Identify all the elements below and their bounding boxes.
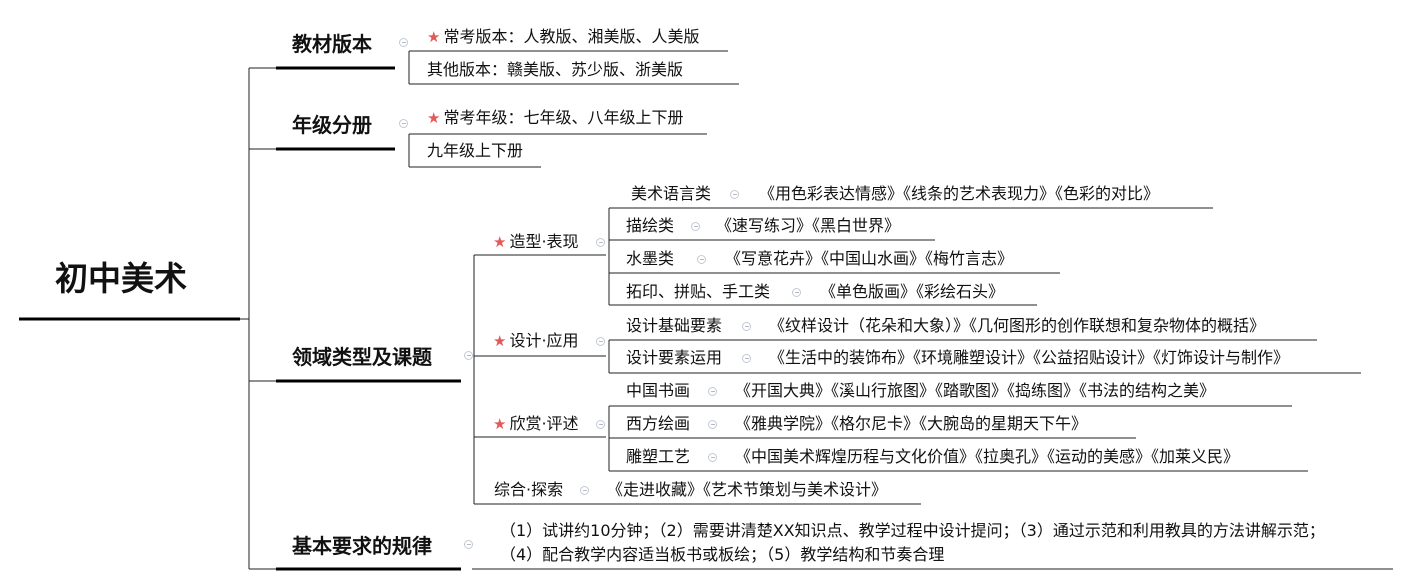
collapse-icon[interactable] bbox=[580, 486, 589, 495]
courses-ink-wash[interactable]: 《写意花卉》《中国山水画》《梅竹言志》 bbox=[725, 249, 1014, 268]
domain-integration-exploration[interactable]: 综合·探索 bbox=[494, 480, 564, 499]
category-grade-volume[interactable]: 年级分册 bbox=[292, 113, 372, 137]
collapse-icon[interactable] bbox=[708, 420, 717, 429]
category-basic-requirements[interactable]: 基本要求的规律 bbox=[292, 534, 432, 558]
domain-modeling-expression[interactable]: ★造型·表现 bbox=[493, 232, 579, 251]
category-domain-topics[interactable]: 领域类型及课题 bbox=[292, 345, 432, 369]
collapse-icon[interactable] bbox=[691, 222, 700, 231]
subdomain-design-use[interactable]: 设计要素运用 bbox=[626, 348, 723, 367]
subdomain-drawing[interactable]: 描绘类 bbox=[626, 216, 675, 235]
version-other[interactable]: 其他版本：赣美版、苏少版、浙美版 bbox=[427, 60, 684, 79]
domain-appreciation-review[interactable]: ★欣赏·评述 bbox=[493, 414, 579, 433]
courses-print-collage-craft[interactable]: 《单色版画》《彩绘石头》 bbox=[820, 282, 1005, 301]
collapse-icon[interactable] bbox=[399, 38, 408, 47]
star-icon: ★ bbox=[427, 109, 441, 127]
courses-western-painting[interactable]: 《雅典学院》《格尔尼卡》《大腕岛的星期天下午》 bbox=[735, 414, 1088, 433]
courses-design-basics[interactable]: 《纹样设计（花朵和大象）》《几何图形的创作联想和复杂物体的概括》 bbox=[769, 316, 1266, 335]
requirements-line-1[interactable]: （1）试讲约10分钟；（2）需要讲清楚XX知识点、教学过程中设计提问；（3）通过… bbox=[500, 521, 1325, 540]
star-icon: ★ bbox=[493, 233, 507, 251]
collapse-icon[interactable] bbox=[596, 420, 605, 429]
subdomain-ink-wash[interactable]: 水墨类 bbox=[626, 249, 675, 268]
collapse-icon[interactable] bbox=[697, 255, 706, 264]
subdomain-chinese-painting[interactable]: 中国书画 bbox=[626, 381, 691, 400]
collapse-icon[interactable] bbox=[464, 540, 473, 549]
collapse-icon[interactable] bbox=[730, 190, 739, 199]
collapse-icon[interactable] bbox=[708, 453, 717, 462]
category-textbook-version[interactable]: 教材版本 bbox=[292, 32, 372, 56]
domain-design-application[interactable]: ★设计·应用 bbox=[493, 331, 579, 350]
subdomain-design-basics[interactable]: 设计基础要素 bbox=[626, 316, 723, 335]
collapse-icon[interactable] bbox=[708, 387, 717, 396]
requirements-line-2[interactable]: （4）配合教学内容适当板书或板绘；（5）教学结构和节奏合理 bbox=[500, 545, 945, 564]
subdomain-print-collage-craft[interactable]: 拓印、拼贴、手工类 bbox=[626, 282, 771, 301]
subdomain-western-painting[interactable]: 西方绘画 bbox=[626, 414, 691, 433]
grade-nine[interactable]: 九年级上下册 bbox=[427, 141, 524, 160]
star-icon: ★ bbox=[427, 28, 441, 46]
courses-sculpture-craft[interactable]: 《中国美术辉煌历程与文化价值》《拉奥孔》《运动的美感》《加莱义民》 bbox=[735, 447, 1240, 466]
root-topic[interactable]: 初中美术 bbox=[55, 259, 187, 298]
collapse-icon[interactable] bbox=[596, 238, 605, 247]
collapse-icon[interactable] bbox=[792, 288, 801, 297]
courses-art-language[interactable]: 《用色彩表达情感》《线条的艺术表现力》《色彩的对比》 bbox=[759, 184, 1160, 203]
subdomain-art-language[interactable]: 美术语言类 bbox=[631, 184, 712, 203]
collapse-icon[interactable] bbox=[596, 337, 605, 346]
courses-design-use[interactable]: 《生活中的装饰布》《环境雕塑设计》《公益招贴设计》《灯饰设计与制作》 bbox=[769, 348, 1290, 367]
collapse-icon[interactable] bbox=[399, 119, 408, 128]
subdomain-sculpture-craft[interactable]: 雕塑工艺 bbox=[626, 447, 691, 466]
grade-common[interactable]: ★常考年级：七年级、八年级上下册 bbox=[427, 108, 684, 127]
collapse-icon[interactable] bbox=[464, 351, 473, 360]
collapse-icon[interactable] bbox=[742, 354, 751, 363]
collapse-icon[interactable] bbox=[742, 322, 751, 331]
courses-chinese-painting[interactable]: 《开国大典》《溪山行旅图》《踏歌图》《捣练图》《书法的结构之美》 bbox=[735, 381, 1216, 400]
star-icon: ★ bbox=[493, 332, 507, 350]
courses-integration[interactable]: 《走进收藏》《艺术节策划与美术设计》 bbox=[607, 480, 888, 499]
courses-drawing[interactable]: 《速写练习》《黑白世界》 bbox=[716, 216, 901, 235]
star-icon: ★ bbox=[493, 415, 507, 433]
version-common[interactable]: ★常考版本：人教版、湘美版、人美版 bbox=[427, 27, 700, 46]
